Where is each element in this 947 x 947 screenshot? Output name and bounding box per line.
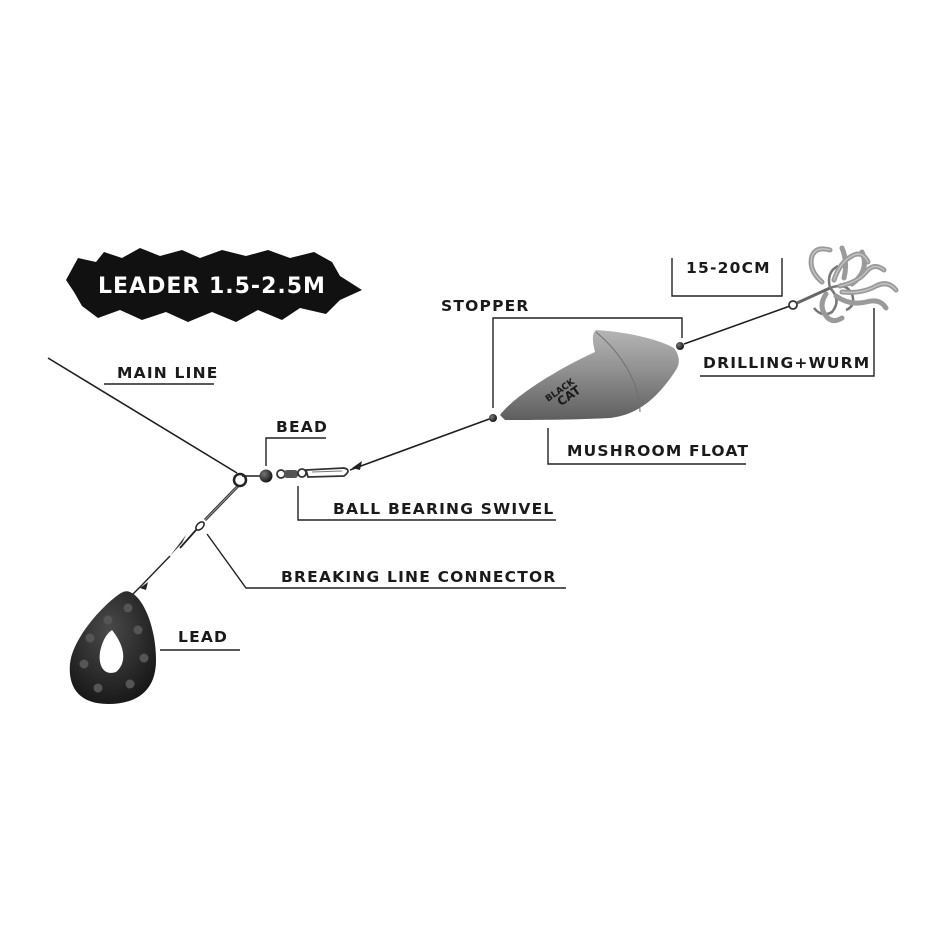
hook-line	[683, 305, 791, 345]
connector-leader	[206, 533, 566, 589]
swivel-leader	[297, 486, 556, 521]
label-main-line: MAIN LINE	[117, 364, 219, 382]
line-arrow	[352, 461, 362, 470]
lead-weight	[69, 584, 156, 704]
stopper-bead-right	[676, 342, 684, 350]
leader-banner: LEADER 1.5-2.5M	[66, 248, 362, 322]
length-bracket	[671, 258, 783, 297]
mushroom-float: BLACK CAT	[500, 330, 679, 420]
label-lead: LEAD	[178, 628, 228, 646]
bead-leader	[265, 437, 326, 466]
stopper-bead-left	[489, 414, 497, 422]
label-breaking-line-connector: BREAKING LINE CONNECTOR	[281, 568, 557, 586]
treble-hook-worm	[788, 245, 899, 324]
breaking-line-connector	[140, 484, 240, 590]
float-leader	[547, 428, 746, 465]
banner-text: LEADER 1.5-2.5M	[98, 274, 326, 299]
bead	[259, 469, 273, 483]
ring-connector	[232, 472, 248, 488]
banner-shape	[66, 248, 362, 322]
leader-line	[349, 417, 493, 471]
ball-bearing-swivel	[276, 467, 349, 479]
label-drilling-wurm: DRILLING+WURM	[703, 354, 870, 372]
annotation-leaders	[104, 258, 875, 651]
main-line	[47, 357, 238, 474]
label-stopper: STOPPER	[441, 297, 530, 315]
label-ball-bearing-swivel: BALL BEARING SWIVEL	[333, 500, 554, 518]
stopper-leader	[492, 317, 683, 408]
hook-leader	[700, 308, 875, 377]
label-bead: BEAD	[276, 418, 328, 436]
label-hook-length: 15-20CM	[686, 259, 771, 277]
label-mushroom-float: MUSHROOM FLOAT	[567, 442, 749, 460]
